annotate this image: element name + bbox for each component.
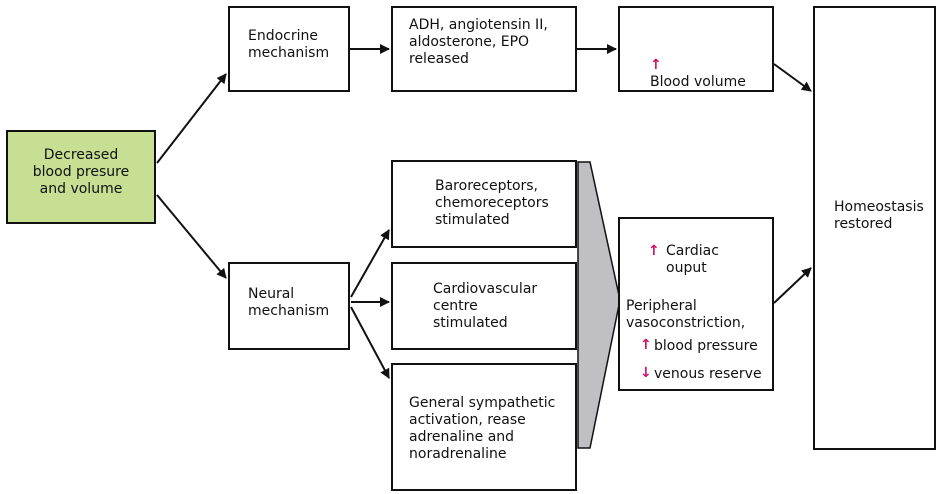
cardio-centre-box: Cardiovascular centre stimulated bbox=[391, 262, 577, 350]
cardio-centre-text: Cardiovascular centre stimulated bbox=[433, 281, 538, 331]
blood-pressure-text: blood pressure bbox=[654, 338, 758, 354]
hormones-text: ADH, angiotensin II, aldosterone, EPO re… bbox=[409, 17, 548, 67]
sympathetic-text: General sympathetic activation, rease ad… bbox=[409, 395, 556, 462]
baroreceptors-box: Baroreceptors, chemoreceptors stimulated bbox=[391, 160, 577, 248]
blood-volume-line: ↑ Blood volume bbox=[650, 40, 746, 91]
arrow-neural-to-baroreceptors bbox=[350, 229, 390, 298]
endocrine-box: Endocrine mechanism bbox=[228, 6, 350, 92]
endocrine-text: Endocrine mechanism bbox=[248, 28, 330, 61]
arrow-blood-volume-to-homeostasis bbox=[773, 63, 812, 92]
start-box: Decreased blood presure and volume bbox=[6, 130, 156, 224]
homeostasis-text: Homeostasis restored bbox=[834, 199, 924, 232]
venous-arrow-icon: ↓ bbox=[640, 365, 652, 381]
sympathetic-box: General sympathetic activation, rease ad… bbox=[391, 363, 577, 491]
arrow-effects-to-homeostasis bbox=[773, 267, 812, 304]
convergence-funnel bbox=[577, 161, 621, 449]
peripheral-text: Peripheral vasoconstriction, bbox=[626, 298, 746, 331]
neural-text: Neural mechanism bbox=[248, 286, 330, 319]
start-text: Decreased blood presure and volume bbox=[32, 147, 130, 197]
arrow-neural-to-sympathetic bbox=[350, 306, 390, 379]
up-arrow-icon: ↑ bbox=[650, 57, 662, 73]
venous-reserve-text: venous reserve bbox=[654, 366, 762, 382]
arrow-start-to-endocrine bbox=[156, 73, 227, 164]
cardiac-arrow-icon: ↑ bbox=[648, 243, 660, 259]
homeostasis-box: Homeostasis restored bbox=[813, 6, 936, 450]
blood-volume-text: Blood volume bbox=[650, 74, 746, 90]
neural-box: Neural mechanism bbox=[228, 262, 350, 350]
cardiac-output-text: Cardiac ouput bbox=[666, 243, 719, 276]
arrow-start-to-neural bbox=[156, 194, 227, 279]
hormones-box: ADH, angiotensin II, aldosterone, EPO re… bbox=[391, 6, 577, 92]
effects-box: ↑ Cardiac ouput Peripheral vasoconstrict… bbox=[618, 217, 774, 391]
blood-volume-box: ↑ Blood volume bbox=[618, 6, 774, 92]
bp-arrow-icon: ↑ bbox=[640, 337, 652, 353]
baroreceptors-text: Baroreceptors, chemoreceptors stimulated bbox=[435, 178, 549, 228]
